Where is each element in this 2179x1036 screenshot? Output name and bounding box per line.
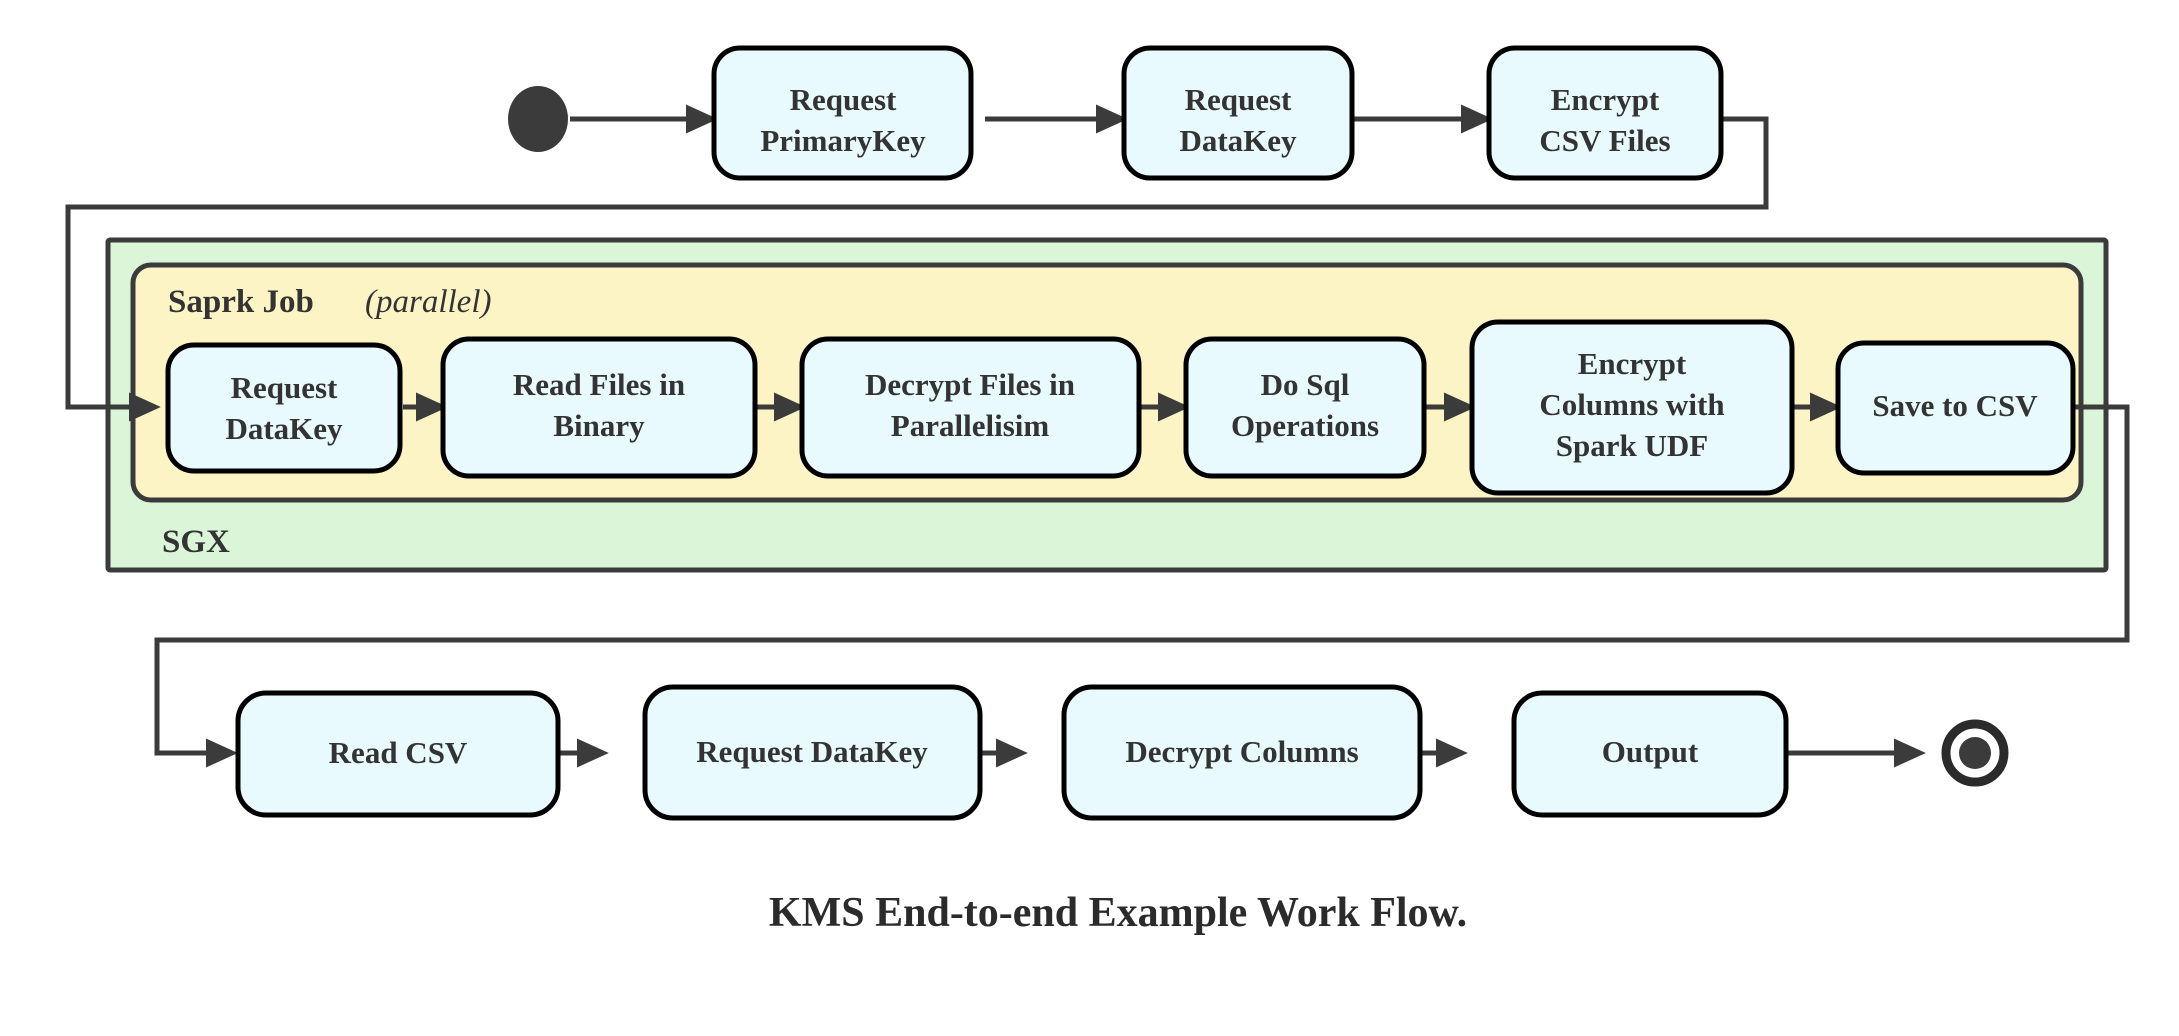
node-encrypt-columns-line2: Columns with <box>1539 387 1724 422</box>
spark-job-parallel-label: (parallel) <box>365 284 491 320</box>
node-request-datakey-spark[interactable]: Request DataKey <box>165 342 403 474</box>
node-encrypt-columns-with-spark-udf[interactable]: Encrypt Columns with Spark UDF <box>1469 319 1795 496</box>
node-do-sql-operations[interactable]: Do Sql Operations <box>1183 336 1427 479</box>
node-decrypt-files-line2: Parallelisim <box>891 408 1050 443</box>
node-request-datakey-bottom-line1: Request DataKey <box>696 734 928 769</box>
node-encrypt-csv-files-line2: CSV Files <box>1539 123 1670 158</box>
node-read-files-in-binary-line1: Read Files in <box>513 367 685 402</box>
node-decrypt-files-line1: Decrypt Files in <box>865 367 1075 402</box>
edge-encrypt-csv-to-spark-datakey <box>65 116 1769 422</box>
node-decrypt-columns[interactable]: Decrypt Columns <box>1061 684 1423 821</box>
node-encrypt-csv-files[interactable]: Encrypt CSV Files <box>1486 45 1724 181</box>
node-request-primarykey-line1: Request <box>790 82 897 117</box>
node-output[interactable]: Output <box>1511 690 1789 818</box>
node-request-datakey-spark-line2: DataKey <box>225 411 343 446</box>
spark-job-label: Saprk Job <box>168 284 314 320</box>
node-request-datakey-spark-line1: Request <box>231 370 338 405</box>
start-state <box>508 86 568 152</box>
node-decrypt-columns-line1: Decrypt Columns <box>1125 734 1358 769</box>
node-encrypt-columns-line3: Spark UDF <box>1556 428 1708 463</box>
node-output-line1: Output <box>1602 734 1699 769</box>
node-read-files-in-binary-line2: Binary <box>553 408 645 443</box>
node-read-csv-line1: Read CSV <box>329 735 468 770</box>
node-request-datakey-bottom[interactable]: Request DataKey <box>642 684 983 821</box>
node-encrypt-csv-files-line1: Encrypt <box>1551 82 1660 117</box>
node-request-datakey-top-line2: DataKey <box>1179 123 1297 158</box>
sgx-container-label: SGX <box>162 524 230 560</box>
node-request-primarykey[interactable]: Request PrimaryKey <box>711 45 974 181</box>
node-decrypt-files-in-parallelisim[interactable]: Decrypt Files in Parallelisim <box>799 336 1142 479</box>
node-save-to-csv[interactable]: Save to CSV <box>1835 340 2076 476</box>
edges <box>65 104 2130 768</box>
node-read-files-in-binary[interactable]: Read Files in Binary <box>440 336 758 479</box>
node-save-to-csv-line1: Save to CSV <box>1872 388 2038 423</box>
diagram-caption: KMS End-to-end Example Work Flow. <box>769 890 1467 936</box>
node-encrypt-columns-line1: Encrypt <box>1578 346 1687 381</box>
edge-save-csv-to-read-csv <box>154 404 2130 768</box>
node-request-primarykey-line2: PrimaryKey <box>760 123 926 158</box>
end-state <box>1941 719 2009 787</box>
node-read-csv[interactable]: Read CSV <box>235 690 561 818</box>
node-do-sql-operations-line1: Do Sql <box>1261 367 1350 402</box>
node-do-sql-operations-line2: Operations <box>1231 408 1379 443</box>
node-request-datakey-top-line1: Request <box>1185 82 1292 117</box>
node-request-datakey-top[interactable]: Request DataKey <box>1121 45 1355 181</box>
